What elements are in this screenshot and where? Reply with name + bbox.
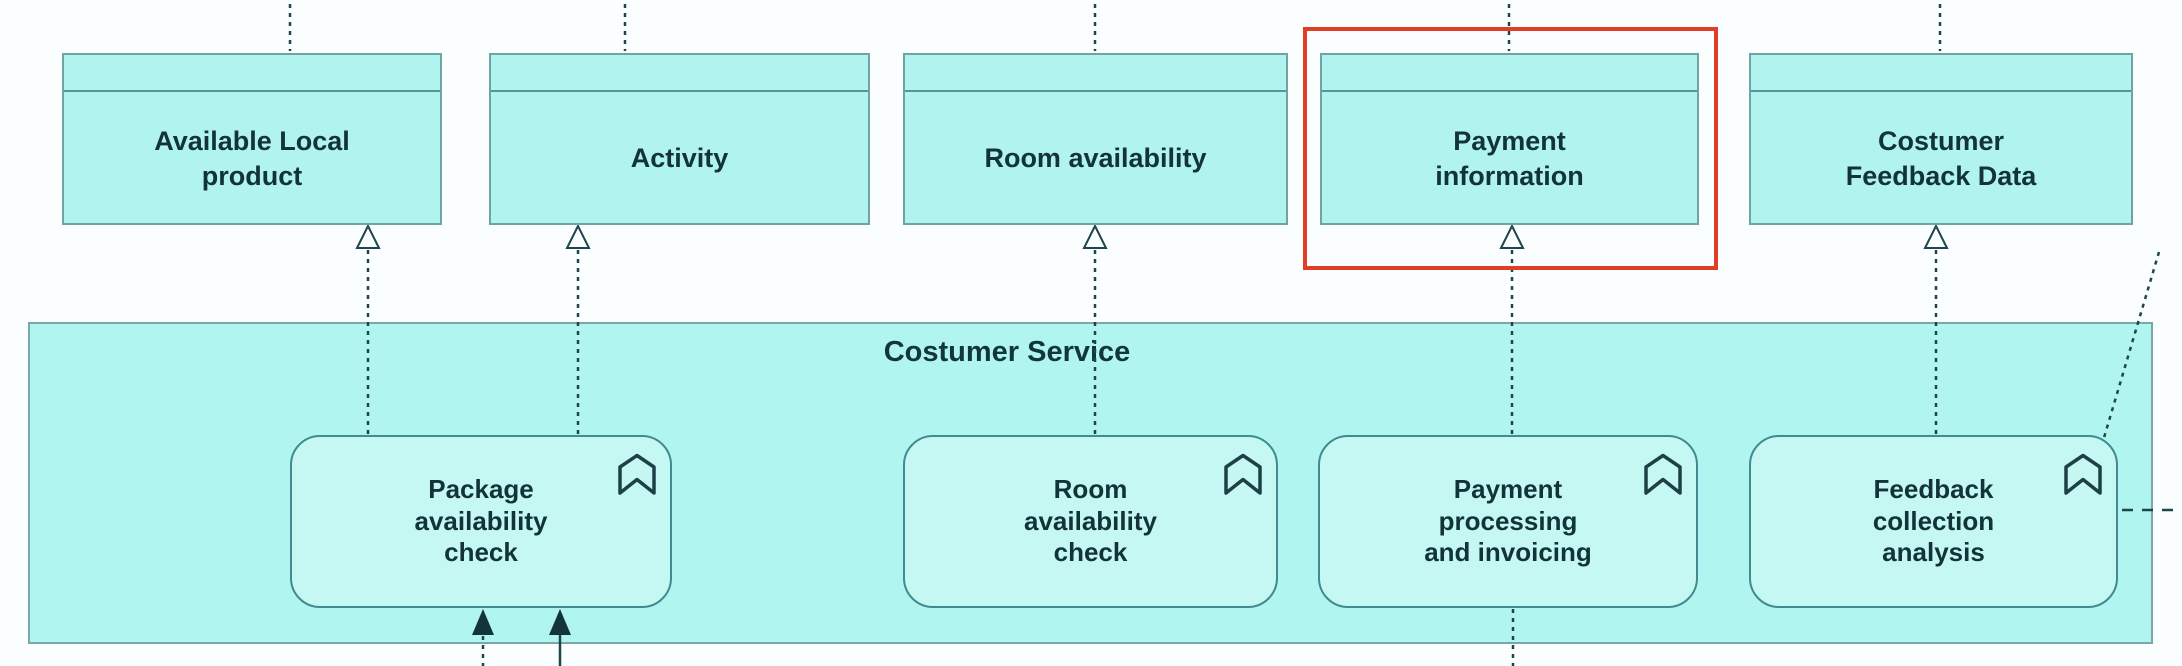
data-object-topbar	[491, 55, 868, 92]
connector-diagonal-feedback	[2101, 251, 2161, 442]
service-chevron-badge-icon	[1224, 453, 1262, 495]
data-object-available-local-product[interactable]: Available Local product	[62, 53, 442, 225]
data-object-label: Costumer Feedback Data	[1845, 125, 2037, 191]
data-object-label: Room availability	[984, 143, 1207, 174]
service-chevron-badge-icon	[1644, 453, 1682, 495]
service-label: Package availability check	[414, 473, 548, 568]
data-object-label: Available Local product	[154, 125, 350, 191]
service-label: Room availability check	[1024, 473, 1157, 568]
service-chevron-badge-icon	[2064, 453, 2102, 495]
data-object-topbar	[64, 55, 440, 92]
service-label: Feedback collection analysis	[1872, 473, 1995, 568]
data-object-activity[interactable]: Activity	[489, 53, 870, 225]
realization-arrowhead-3	[1082, 223, 1108, 249]
realization-arrowhead-4	[1499, 223, 1525, 249]
data-object-costumer-feedback-data[interactable]: Costumer Feedback Data	[1749, 53, 2133, 225]
service-label: Payment processing and invoicing	[1424, 473, 1592, 568]
data-object-label: Payment information	[1435, 125, 1584, 191]
data-object-room-availability[interactable]: Room availability	[903, 53, 1288, 225]
realization-arrowhead-5	[1923, 223, 1949, 249]
data-object-topbar	[905, 55, 1286, 92]
data-object-label: Activity	[630, 143, 729, 174]
assignment-arrowhead-right	[549, 609, 571, 635]
service-package-availability-check[interactable]: Package availability check	[290, 435, 672, 608]
assignment-arrowhead-left	[472, 609, 494, 635]
service-chevron-badge-icon	[618, 453, 656, 495]
service-room-availability-check[interactable]: Room availability check	[903, 435, 1278, 608]
data-object-topbar	[1751, 55, 2131, 92]
container-label: Costumer Service	[883, 336, 1131, 368]
realization-arrowhead-1	[355, 223, 381, 249]
service-feedback-collection-analysis[interactable]: Feedback collection analysis	[1749, 435, 2118, 608]
service-payment-processing-and-invoicing[interactable]: Payment processing and invoicing	[1318, 435, 1698, 608]
data-object-payment-information[interactable]: Payment information	[1320, 53, 1699, 225]
data-object-topbar	[1322, 55, 1697, 92]
realization-arrowhead-2	[565, 223, 591, 249]
